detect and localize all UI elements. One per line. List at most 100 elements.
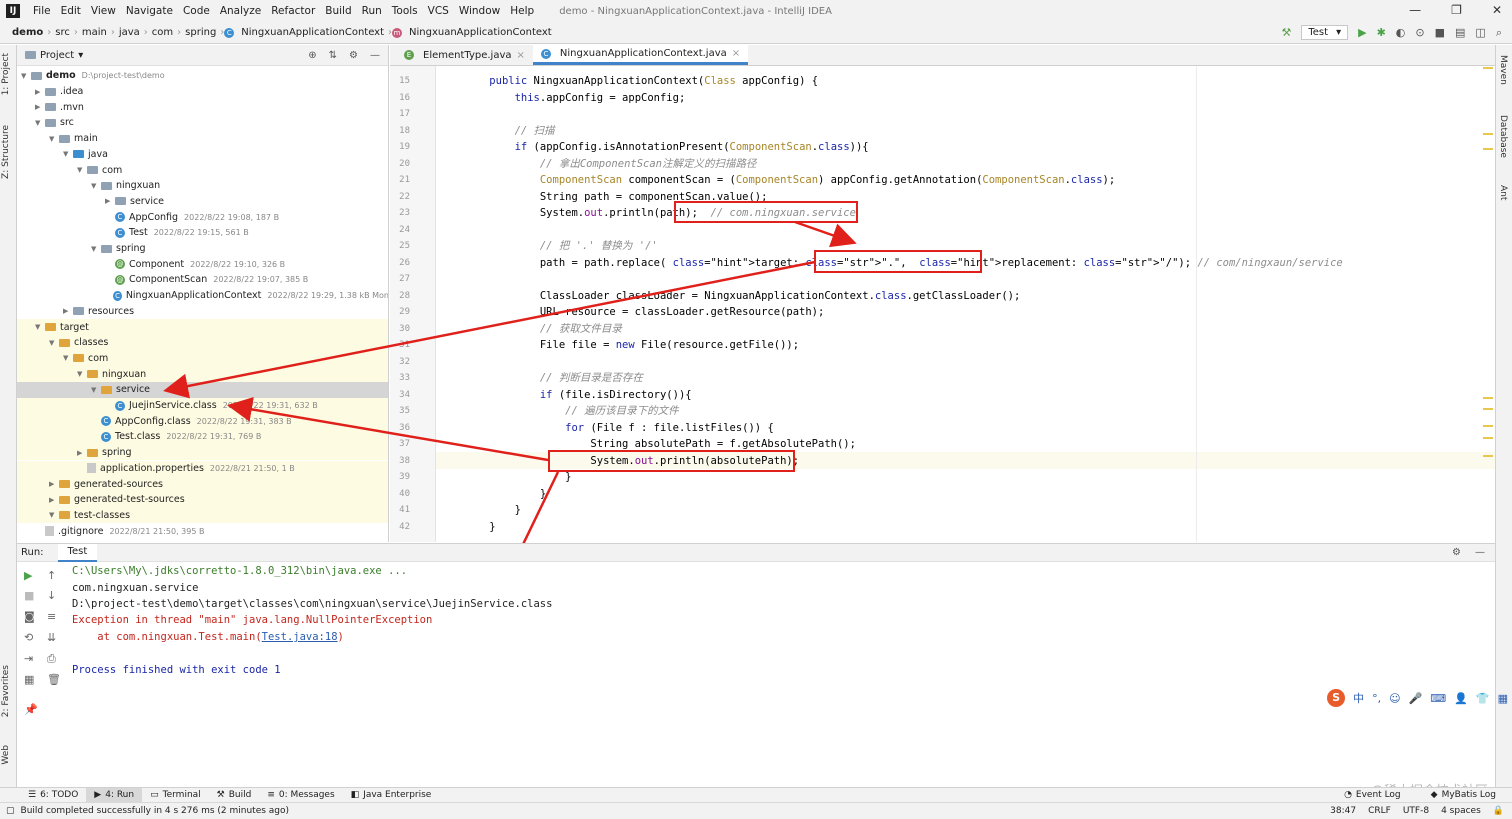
user-icon[interactable]: 👤 xyxy=(1454,691,1468,705)
expand-arrow-icon[interactable]: ▼ xyxy=(77,166,83,175)
tree-item[interactable]: ▼spring xyxy=(17,241,388,257)
coverage-icon[interactable]: ◐ xyxy=(1395,26,1406,39)
expand-arrow-icon[interactable]: ▼ xyxy=(35,323,41,332)
tree-item[interactable]: ▶generated-test-sources xyxy=(17,491,388,508)
build-hammer-icon[interactable]: ⚒ xyxy=(1281,26,1292,39)
menu-file[interactable]: File xyxy=(33,5,51,17)
tab-messages[interactable]: ≡0: Messages xyxy=(267,790,335,800)
line-separator[interactable]: CRLF xyxy=(1368,806,1391,816)
run-configuration-select[interactable]: Test▾ xyxy=(1301,25,1349,40)
print-icon[interactable]: ⎙ xyxy=(47,652,56,665)
tree-item[interactable]: ▼ningxuan xyxy=(17,178,388,194)
hide-icon[interactable]: — xyxy=(370,49,380,61)
file-encoding[interactable]: UTF-8 xyxy=(1402,806,1430,816)
camera-icon[interactable]: ◙ xyxy=(24,610,35,623)
expand-arrow-icon[interactable]: ▼ xyxy=(49,511,55,520)
restore-icon[interactable]: ❐ xyxy=(1451,3,1462,17)
shirt-icon[interactable]: 👕 xyxy=(1475,691,1490,705)
expand-arrow-icon[interactable]: ▼ xyxy=(91,244,97,253)
rerun-icon[interactable]: ▶ xyxy=(24,569,33,582)
sogou-logo-icon[interactable]: S xyxy=(1327,689,1346,707)
run-tab-test[interactable]: Test xyxy=(57,543,98,562)
tree-item[interactable]: ▼target xyxy=(17,319,388,335)
tab-maven[interactable]: Maven xyxy=(1498,55,1508,85)
stop-icon[interactable]: ■ xyxy=(1434,26,1446,39)
tab-database[interactable]: Database xyxy=(1498,115,1508,158)
caret-position[interactable]: 38:47 xyxy=(1330,806,1357,816)
expand-arrow-icon[interactable]: ▼ xyxy=(35,118,41,127)
scroll-end-icon[interactable]: ⇊ xyxy=(47,631,57,644)
expand-arrow-icon[interactable]: ▼ xyxy=(49,134,55,143)
tree-item[interactable]: ▼service xyxy=(17,382,388,398)
project-view-select[interactable]: Project xyxy=(40,49,75,61)
profile-icon[interactable]: ⊙ xyxy=(1415,26,1425,39)
tab-ningxuanapplicationcontext-java[interactable]: C NingxuanApplicationContext.java × xyxy=(532,45,749,65)
locate-icon[interactable]: ⊕ xyxy=(308,49,317,61)
tab-todo[interactable]: ☰6: TODO xyxy=(28,790,79,800)
expand-arrow-icon[interactable]: ▼ xyxy=(63,354,69,363)
mic-icon[interactable]: 🎤 xyxy=(1408,691,1423,705)
settings-icon[interactable]: ⚙ xyxy=(1452,547,1461,558)
tree-item[interactable]: ▼java xyxy=(17,147,388,163)
restore-layout-icon[interactable]: ⟲ xyxy=(24,631,34,644)
menu-navigate[interactable]: Navigate xyxy=(125,5,173,17)
collapse-icon[interactable]: ⇅ xyxy=(328,49,338,61)
expand-arrow-icon[interactable]: ▶ xyxy=(77,448,83,457)
menu-view[interactable]: View xyxy=(90,5,116,17)
tab-event-log[interactable]: ◔Event Log xyxy=(1344,790,1401,800)
expand-arrow-icon[interactable]: ▼ xyxy=(63,150,69,159)
menu-run[interactable]: Run xyxy=(361,5,382,17)
tree-item[interactable]: ▼com xyxy=(17,162,388,178)
close-tab-icon[interactable]: × xyxy=(731,48,741,59)
tab-web[interactable]: Web xyxy=(1,745,11,765)
tab-ant[interactable]: Ant xyxy=(1498,185,1508,201)
search-icon[interactable]: ⌕ xyxy=(1495,25,1502,39)
tab-mybatis-log[interactable]: ◆MyBatis Log xyxy=(1430,790,1496,800)
expand-arrow-icon[interactable]: ▼ xyxy=(77,370,83,379)
emoji-icon[interactable]: ☺ xyxy=(1389,691,1401,705)
ime-lang[interactable]: 中 xyxy=(1353,692,1365,705)
pin-icon[interactable]: 📌 xyxy=(24,703,38,716)
run-icon[interactable]: ▶ xyxy=(1358,26,1367,39)
expand-arrow-icon[interactable]: ▶ xyxy=(35,87,41,96)
menu-tools[interactable]: Tools xyxy=(391,5,418,17)
menu-refactor[interactable]: Refactor xyxy=(271,5,316,17)
tab-java-enterprise[interactable]: ◧Java Enterprise xyxy=(350,790,432,800)
breadcrumb-class[interactable]: NingxuanApplicationContext xyxy=(241,27,385,38)
status-message[interactable]: Build completed successfully in 4 s 276 … xyxy=(20,806,290,816)
tree-item[interactable]: ▶resources xyxy=(17,304,388,320)
tree-item[interactable]: ▶generated-sources xyxy=(17,476,388,492)
tree-item[interactable]: ▶.idea xyxy=(17,84,388,100)
indent-setting[interactable]: 4 spaces xyxy=(1441,806,1481,816)
layout-icon[interactable]: ▦ xyxy=(24,673,35,686)
tab-elementtype-java[interactable]: E ElementType.java × xyxy=(396,45,533,65)
menu-code[interactable]: Code xyxy=(182,5,210,17)
expand-arrow-icon[interactable]: ▼ xyxy=(21,71,27,80)
breadcrumb-main[interactable]: main xyxy=(81,27,107,38)
settings-icon[interactable]: ⚙ xyxy=(349,49,358,61)
tree-item[interactable]: ▼ningxuan xyxy=(17,366,388,382)
expand-arrow-icon[interactable]: ▶ xyxy=(49,480,55,489)
debug-icon[interactable]: ✱ xyxy=(1376,26,1386,39)
tree-item[interactable]: ▼test-classes xyxy=(17,507,388,524)
menu-help[interactable]: Help xyxy=(510,5,535,17)
tab-terminal[interactable]: ▭Terminal xyxy=(150,790,201,800)
menu-analyze[interactable]: Analyze xyxy=(219,5,262,17)
project-structure-icon[interactable]: ▤ xyxy=(1455,26,1466,39)
expand-arrow-icon[interactable]: ▼ xyxy=(91,385,97,394)
tab-run[interactable]: ▶4: Run xyxy=(86,787,143,803)
stacktrace-link[interactable]: Test.java:18 xyxy=(261,631,338,643)
tree-item[interactable]: ▶.mvn xyxy=(17,99,388,115)
down-icon[interactable]: ↓ xyxy=(47,589,57,602)
grid-icon[interactable]: ▦ xyxy=(1497,691,1508,705)
minimize-icon[interactable]: — xyxy=(1409,3,1422,17)
punct-icon[interactable]: °, xyxy=(1372,691,1382,705)
